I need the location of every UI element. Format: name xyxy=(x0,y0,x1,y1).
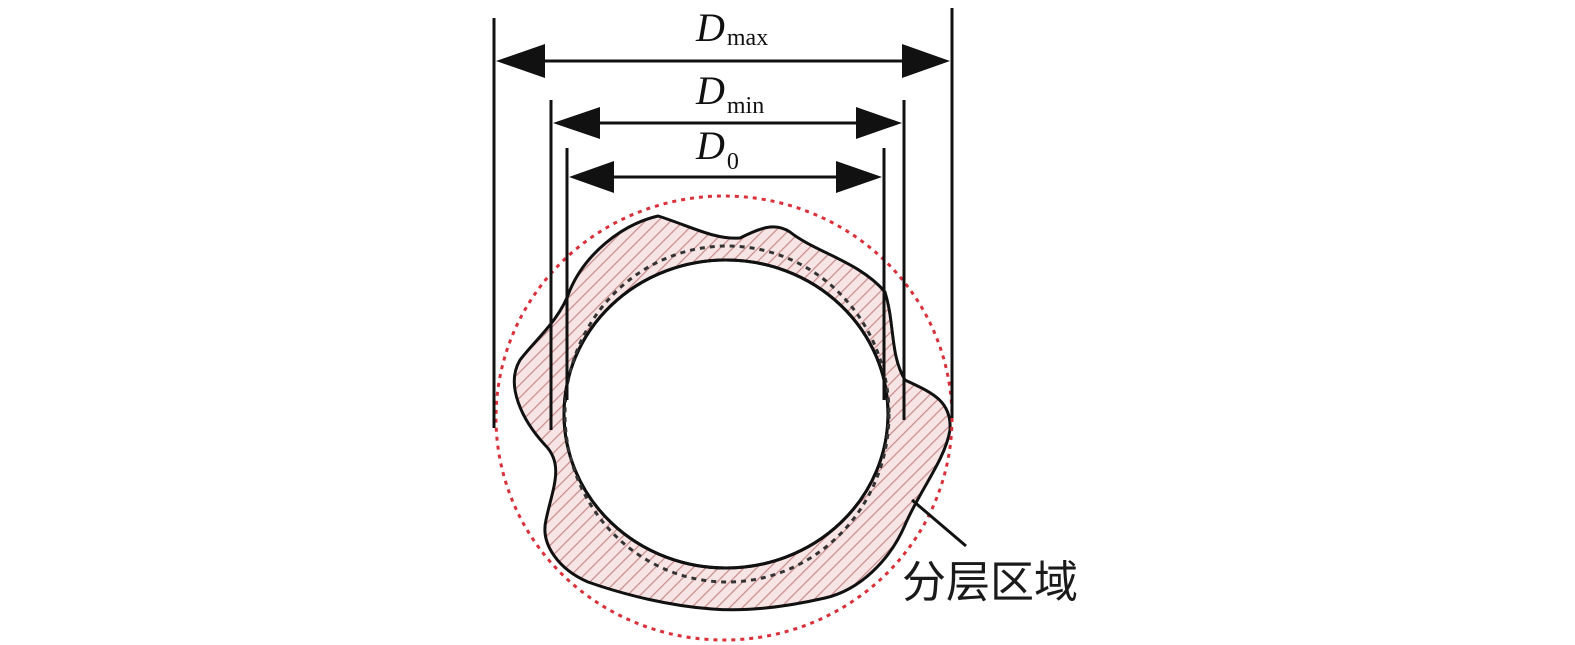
d0-label: D0 xyxy=(695,123,739,175)
dim-line-max xyxy=(496,44,950,78)
dmax-label: Dmax xyxy=(695,5,768,51)
region-label: 分层区域 xyxy=(902,557,1078,608)
dmin-label: Dmin xyxy=(695,68,764,119)
inner-bore-circle xyxy=(562,258,890,570)
dim-line-min xyxy=(553,107,902,139)
dim-line-nominal xyxy=(569,161,882,193)
extension-lines xyxy=(492,8,954,430)
region-leader-line xyxy=(911,498,967,548)
nominal-dashed-circle xyxy=(563,244,891,584)
